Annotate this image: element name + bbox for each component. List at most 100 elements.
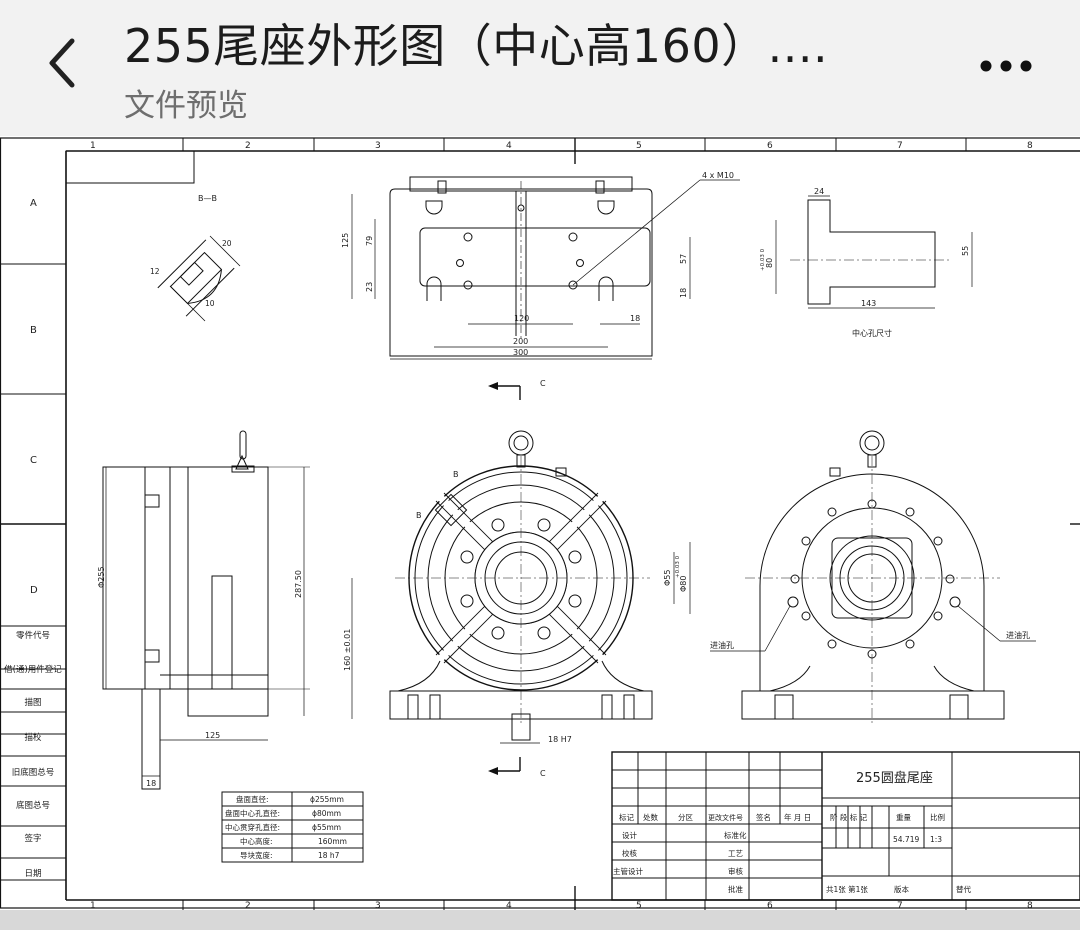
- col-number: 2: [245, 141, 251, 151]
- dim-label: 300: [513, 348, 528, 357]
- row-letter: C: [30, 455, 37, 466]
- engineering-drawing: 1 2 3 4 5 6 7 8 1 2 3 4 5 6 7 8 A B C: [0, 137, 1080, 910]
- dim-label: 12: [150, 267, 160, 276]
- col-number: 6: [767, 141, 773, 151]
- row-letter: B: [30, 325, 37, 336]
- role-label: 主管设计: [613, 866, 643, 876]
- left-strip-label: 零件代号: [16, 630, 50, 641]
- title-block: [611, 751, 1080, 901]
- col-number: 4: [506, 141, 512, 151]
- back-button[interactable]: [32, 28, 92, 98]
- role-label: 校核: [622, 848, 637, 858]
- col-number: 5: [636, 141, 642, 151]
- center-hole-caption: 中心孔尺寸: [852, 328, 892, 338]
- role-label: 设计: [622, 830, 637, 840]
- bottom-bar: [0, 910, 1080, 930]
- left-strip-label: 借(通)用件登记: [4, 664, 62, 675]
- replace-label: 替代: [956, 884, 971, 894]
- center-hole-detail: [775, 195, 973, 309]
- dim-label: 160 ±0.01: [343, 629, 352, 671]
- spec-value: ϕ55mm: [312, 823, 341, 832]
- dim-tolerance: +0.03 0: [675, 555, 681, 578]
- col-number: 8: [1027, 141, 1033, 151]
- dim-label: 287.50: [294, 570, 303, 598]
- view-marker: C: [540, 769, 546, 778]
- dim-label: 80: [765, 258, 774, 268]
- col-number: 1: [90, 141, 96, 151]
- col-number: 5: [636, 901, 642, 910]
- title-header: 年 月 日: [784, 812, 811, 822]
- hole-callout: 4 x M10: [702, 171, 734, 180]
- title-header: 更改文件号: [708, 813, 743, 822]
- part-name: 255圆盘尾座: [856, 770, 933, 786]
- dim-label: 143: [861, 299, 876, 308]
- dim-label: 57: [679, 254, 688, 264]
- col-number: 2: [245, 901, 251, 910]
- col-number: 8: [1027, 901, 1033, 910]
- oil-inlet-label: 进油孔: [710, 640, 734, 650]
- title-header: 标记: [619, 812, 634, 822]
- weight-value: 54.719: [893, 835, 919, 844]
- dim-label: 18: [679, 288, 688, 298]
- row-letter: A: [30, 198, 37, 209]
- side-view: [102, 430, 310, 790]
- spec-label: 盘面中心孔直径:: [225, 808, 280, 818]
- spec-label: 盘面直径:: [236, 794, 269, 804]
- dim-label: 79: [365, 236, 374, 246]
- left-strip-label: 描校: [24, 732, 42, 743]
- app-header: 255尾座外形图（中心高160）.... 文件预览: [0, 0, 1080, 135]
- section-marker: B: [453, 470, 459, 479]
- more-dots-icon: [980, 60, 1032, 72]
- left-strip-label: 签字: [24, 833, 41, 844]
- dim-label: 18: [630, 314, 640, 323]
- dim-label: Φ80: [679, 576, 688, 592]
- document-subtitle: 文件预览: [124, 88, 248, 124]
- title-label: 比例: [930, 812, 945, 822]
- role-label: 工艺: [728, 849, 743, 858]
- dim-label: 120: [514, 314, 529, 323]
- spec-value: 18 h7: [318, 851, 340, 860]
- col-number: 6: [767, 901, 773, 910]
- dim-tolerance: +0.03 0: [760, 248, 766, 271]
- view-marker: C: [540, 379, 546, 388]
- title-label: 阶 段 标 记: [830, 812, 868, 822]
- col-number: 7: [897, 901, 903, 910]
- spec-value: ϕ80mm: [312, 809, 341, 818]
- left-strip-label: 描图: [24, 697, 41, 708]
- rear-view: [710, 430, 1036, 726]
- more-button[interactable]: [968, 40, 1048, 90]
- dim-label: 55: [961, 246, 970, 256]
- dim-label: 18 H7: [548, 735, 572, 744]
- dim-label: 200: [513, 337, 528, 346]
- section-label: B—B: [198, 194, 217, 203]
- spec-value: 160mm: [318, 837, 347, 846]
- document-title: 255尾座外形图（中心高160）....: [124, 19, 829, 73]
- dim-label: Φ255: [97, 566, 106, 588]
- dim-label: 23: [365, 282, 374, 292]
- dim-label: 125: [205, 731, 220, 740]
- spec-table: [221, 791, 364, 863]
- role-label: 标准化: [724, 830, 747, 840]
- top-view: [351, 176, 740, 360]
- sheet-info: 共1张 第1张: [826, 884, 868, 894]
- front-view: [351, 430, 691, 744]
- dim-label: 24: [814, 187, 824, 196]
- left-strip-label: 底图总号: [16, 800, 50, 811]
- title-label: 重量: [896, 813, 911, 822]
- oil-inlet-label: 进油孔: [1006, 630, 1030, 640]
- drawing-viewer[interactable]: 1 2 3 4 5 6 7 8 1 2 3 4 5 6 7 8 A B C: [0, 136, 1080, 910]
- title-header: 处数: [643, 812, 658, 822]
- col-number: 7: [897, 141, 903, 151]
- dim-label: 10: [205, 299, 215, 308]
- section-marker: B: [416, 511, 422, 520]
- role-label: 审核: [728, 866, 743, 876]
- left-strip-label: 日期: [24, 869, 41, 879]
- col-number: 1: [90, 901, 96, 910]
- dim-label: 18: [146, 779, 156, 788]
- dim-label: 125: [341, 233, 350, 248]
- scale-value: 1:3: [930, 835, 942, 844]
- chevron-left-icon: [49, 38, 75, 88]
- col-number: 3: [375, 901, 381, 910]
- section-bb-view: [157, 239, 235, 317]
- left-strip-label: 旧底图总号: [12, 767, 55, 778]
